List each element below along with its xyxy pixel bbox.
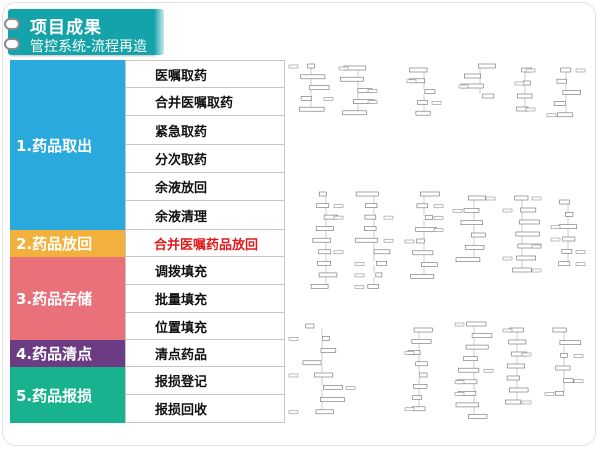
item-residual-cleanup[interactable]: 余液清理 [125,201,285,230]
item-split-retrieval[interactable]: 分次取药 [125,145,285,173]
category-drug-count: 4.药品清点 [10,340,125,367]
flowchart-thumbnail [288,322,356,426]
category-drug-retrieval: 1.药品取出 [10,60,125,230]
item-prescription-retrieval[interactable]: 医嘱取药 [125,60,285,88]
flowchart-thumbnail [514,66,536,124]
page-subtitle: 管控系统-流程再造 [30,39,148,55]
slide-frame [2,2,596,446]
item-batch-fill[interactable]: 批量填充 [125,285,285,313]
flowchart-thumbnail [308,190,344,300]
flowchart-thumbnail [544,326,584,408]
flowchart-thumbnail [550,198,586,278]
flowchart-thumbnail [288,62,334,122]
flowchart-thumbnail [354,190,394,300]
title-tab: 项目成果 管控系统-流程再造 [4,9,164,55]
flowchart-thumbnail [502,194,542,284]
binder-ring-icon [4,38,20,50]
item-merged-prescription-return[interactable]: 合并医嘱药品放回 [125,230,285,257]
category-drug-return: 2.药品放回 [10,230,125,257]
flowchart-thumbnail [546,66,586,128]
flowchart-thumbnail [404,190,444,290]
item-loss-registration[interactable]: 报损登记 [125,367,285,395]
flowchart-thumbnail [458,62,502,108]
flowchart-thumbnail [406,66,442,126]
flowchart-thumbnail [502,326,532,416]
item-loss-recovery[interactable]: 报损回收 [125,395,285,423]
item-position-fill[interactable]: 位置填充 [125,313,285,340]
flowchart-thumbnail [452,194,496,274]
flowchart-thumbnail [404,326,434,422]
item-count-drugs[interactable]: 清点药品 [125,340,285,367]
category-drug-loss: 5.药品报损 [10,367,125,423]
item-emergency-retrieval[interactable]: 紧急取药 [125,116,285,145]
flowchart-thumbnail [338,64,378,126]
binder-ring-icon [4,18,20,30]
item-allocation-fill[interactable]: 调拨填充 [125,257,285,285]
flowchart-thumbnails [288,62,596,442]
category-drug-storage: 3.药品存储 [10,257,125,340]
item-residual-return[interactable]: 余液放回 [125,173,285,201]
page-title: 项目成果 [30,18,102,38]
item-merged-prescription-retrieval[interactable]: 合并医嘱取药 [125,88,285,116]
flowchart-thumbnail [454,320,494,430]
